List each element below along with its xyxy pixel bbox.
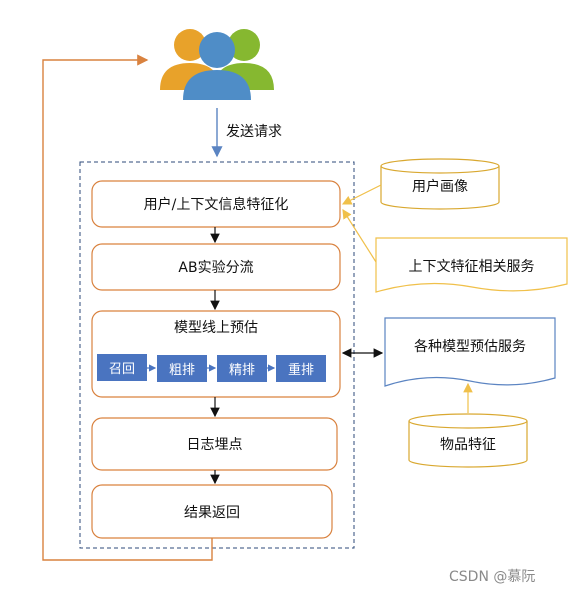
model-service-label: 各种模型预估服务 <box>414 339 526 355</box>
step-rerank <box>276 355 326 382</box>
pipeline-predict-label: 模型线上预估 <box>174 320 258 336</box>
step-rerank-label: 重排 <box>287 363 314 378</box>
context-service-doc <box>375 237 568 293</box>
step-fine <box>217 355 267 382</box>
users-group-icon <box>160 29 274 100</box>
user-profile-label: 用户画像 <box>412 179 468 195</box>
context-service-label: 上下文特征相关服务 <box>408 259 535 275</box>
step-coarse-label: 粗排 <box>168 363 195 378</box>
pipeline-feature-label: 用户/上下文信息特征化 <box>143 197 289 213</box>
item-features-label: 物品特征 <box>440 437 496 453</box>
step-coarse <box>157 355 207 382</box>
watermark: CSDN @慕阮 <box>449 569 536 585</box>
pipeline-log-label: 日志埋点 <box>186 437 243 453</box>
return-loop-line <box>42 54 213 561</box>
step-recall <box>97 354 147 381</box>
user-profile-db <box>380 158 500 210</box>
box-return <box>91 484 333 539</box>
box-ab <box>91 243 341 291</box>
system-boundary <box>79 161 355 549</box>
pipeline-ab-label: AB实验分流 <box>178 260 254 276</box>
model-service-doc <box>384 317 556 387</box>
pipeline-return-label: 结果返回 <box>184 504 240 521</box>
item-features-db <box>408 413 528 468</box>
send-request-label: 发送请求 <box>226 124 282 140</box>
step-fine-label: 精排 <box>228 363 255 378</box>
step-recall-label: 召回 <box>108 362 135 377</box>
box-feature <box>91 180 341 228</box>
